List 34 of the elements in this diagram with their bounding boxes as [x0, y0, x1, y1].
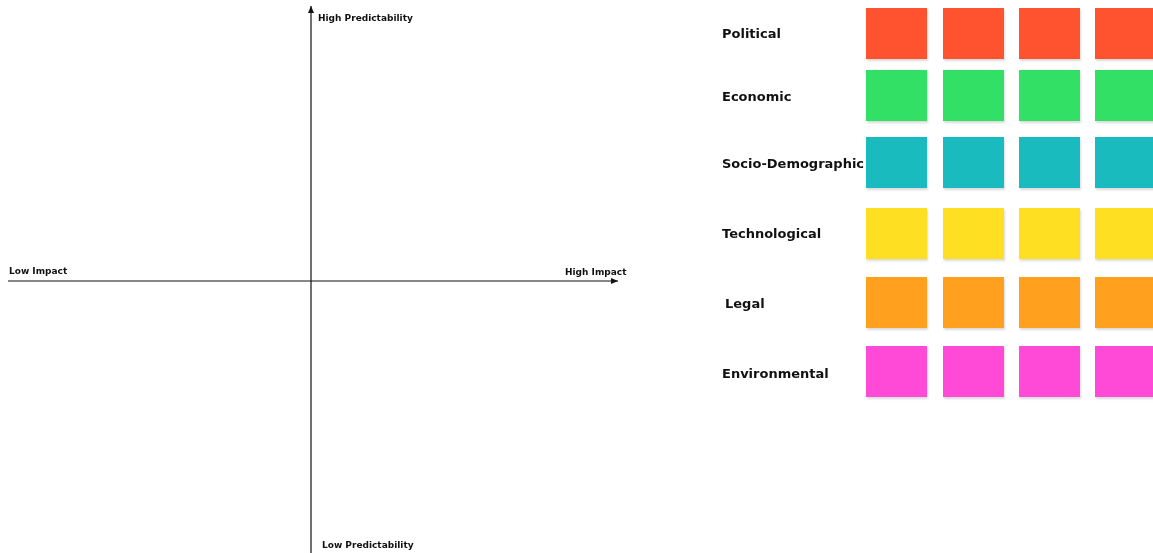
axis-label: High Impact — [565, 267, 627, 277]
sticky-note — [866, 137, 927, 188]
sticky-note — [866, 346, 927, 397]
sticky-note — [1019, 208, 1080, 259]
category-label: Socio-Demographic — [722, 156, 865, 171]
sticky-note — [943, 277, 1004, 328]
sticky-note — [943, 208, 1004, 259]
category-label: Economic — [722, 89, 792, 104]
sticky-note — [1095, 346, 1153, 397]
sticky-note — [1019, 137, 1080, 188]
sticky-note — [866, 277, 927, 328]
sticky-note — [1019, 70, 1080, 121]
sticky-note — [866, 208, 927, 259]
category-label: Environmental — [722, 366, 829, 381]
sticky-note — [1095, 8, 1153, 59]
sticky-note — [1019, 8, 1080, 59]
category-label: Legal — [725, 296, 765, 311]
axis-label: Low Impact — [9, 266, 68, 276]
axis-label: High Predictability — [318, 13, 413, 23]
category-label: Political — [722, 26, 781, 41]
sticky-note — [1095, 208, 1153, 259]
sticky-note — [1019, 277, 1080, 328]
category-label: Technological — [722, 226, 822, 241]
sticky-note — [943, 346, 1004, 397]
sticky-note — [943, 8, 1004, 59]
sticky-note — [1095, 277, 1153, 328]
sticky-note — [943, 137, 1004, 188]
sticky-note — [943, 70, 1004, 121]
sticky-note — [1095, 70, 1153, 121]
sticky-note — [1095, 137, 1153, 188]
sticky-note — [1019, 346, 1080, 397]
axis-label: Low Predictability — [322, 540, 414, 550]
sticky-note — [866, 8, 927, 59]
sticky-note — [866, 70, 927, 121]
